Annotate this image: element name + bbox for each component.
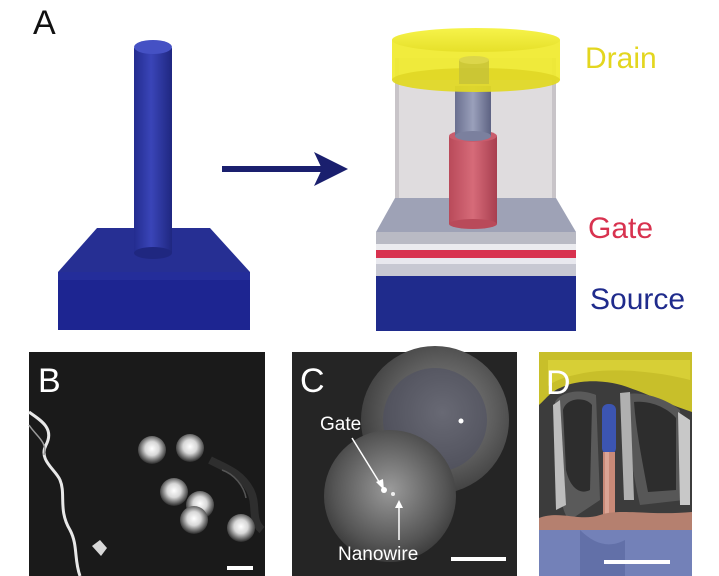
panel-letter-c: C bbox=[300, 362, 325, 400]
scale-bar-c bbox=[451, 557, 506, 561]
drain-label: Drain bbox=[585, 42, 657, 75]
scale-bar-b bbox=[227, 566, 253, 570]
nanowire-annotation: Nanowire bbox=[338, 544, 418, 565]
sem-image-d bbox=[539, 352, 692, 576]
gate-label: Gate bbox=[588, 212, 654, 245]
source-layer bbox=[376, 276, 576, 331]
panel-letter-b: B bbox=[38, 362, 61, 400]
sem-image-c: Gate Nanowire bbox=[292, 346, 517, 576]
sem-image-b bbox=[28, 352, 265, 576]
process-arrow bbox=[222, 152, 348, 186]
gate-annotation: Gate bbox=[320, 414, 361, 435]
device-stack bbox=[376, 28, 576, 331]
panel-letter-a: A bbox=[33, 4, 56, 42]
source-label: Source bbox=[590, 283, 686, 316]
panel-letter-d: D bbox=[546, 364, 571, 402]
gate-layer bbox=[376, 250, 576, 258]
nanowire-pillar bbox=[134, 40, 172, 259]
scale-bar-d bbox=[604, 560, 670, 564]
